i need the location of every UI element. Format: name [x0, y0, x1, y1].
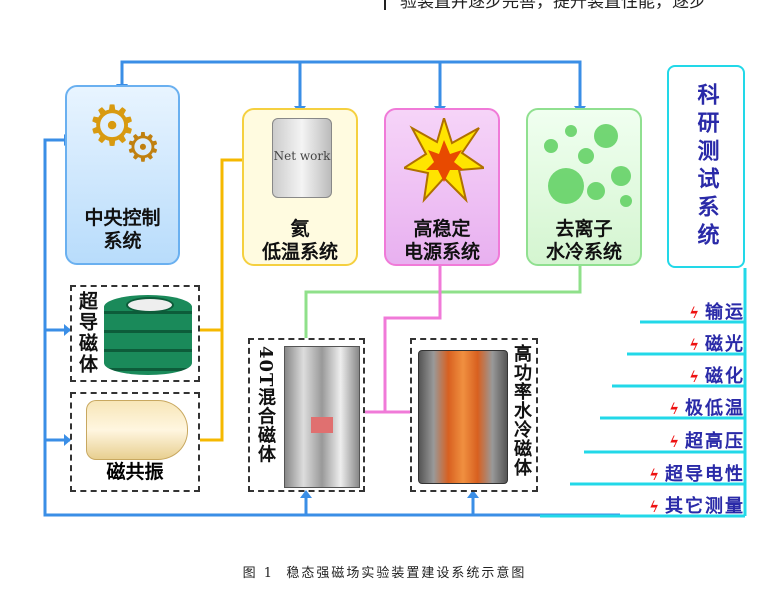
figure-caption: 图 1 稳态强磁场实验装置建设系统示意图	[242, 566, 527, 581]
water-cooling-node: 去离子 水冷系统	[526, 108, 642, 266]
helium-label-2: 低温系统	[261, 241, 338, 263]
central-control-node: ⚙ ⚙ 中央控制 系统	[65, 85, 180, 265]
magnetic-resonance-node: 磁共振	[70, 392, 200, 492]
research-label: 科研测试系统	[693, 82, 720, 251]
sc-magnet-label: 超导磁体	[76, 291, 98, 375]
hybrid-magnet-image	[284, 346, 360, 488]
hybrid-magnet-40t-node: 40T混合磁体	[248, 338, 365, 492]
water-droplets-icon	[544, 124, 632, 207]
water-magnet-label: 高功率水冷磁体	[511, 344, 532, 477]
lightning-icon: ϟ	[689, 336, 701, 354]
research-testing-node: 科研测试系统	[667, 65, 745, 268]
water-label-2: 水冷系统	[545, 241, 622, 263]
water-cooled-magnet-node: 高功率水冷磁体	[410, 338, 538, 492]
helium-label-1: 氦	[290, 218, 310, 240]
lightning-icon: ϟ	[649, 498, 661, 516]
resonance-cylinder-icon	[86, 400, 188, 460]
gears-icon: ⚙	[125, 125, 161, 171]
water-label-1: 去离子	[555, 218, 613, 240]
lightning-icon: ϟ	[669, 433, 681, 451]
helium-cryo-node: Net work 氦 低温系统	[242, 108, 358, 266]
power-label-1: 高稳定	[413, 218, 471, 240]
superconducting-magnet-node: 超导磁体	[70, 285, 200, 382]
lightning-icon: ϟ	[689, 304, 701, 322]
central-label-2: 系统	[103, 230, 142, 252]
lightning-icon: ϟ	[649, 466, 661, 484]
lightning-icon: ϟ	[689, 368, 701, 386]
lightning-icon: ϟ	[669, 400, 681, 418]
refrigerator-icon: Net work	[272, 118, 332, 198]
sc-magnet-coil-icon	[104, 295, 192, 375]
power-supply-node: 高稳定 电源系统	[384, 108, 500, 266]
header-text-fragment: 验装置并逐步完善，提升装置性能，逐步	[384, 0, 706, 11]
hybrid-label: 40T混合磁体	[255, 346, 276, 464]
resonance-label: 磁共振	[106, 461, 164, 483]
gears-icon: ⚙	[87, 94, 138, 159]
power-label-2: 电源系统	[403, 241, 480, 263]
explosion-icon	[404, 118, 484, 203]
water-magnet-image	[418, 350, 508, 484]
central-label-1: 中央控制	[84, 207, 161, 229]
